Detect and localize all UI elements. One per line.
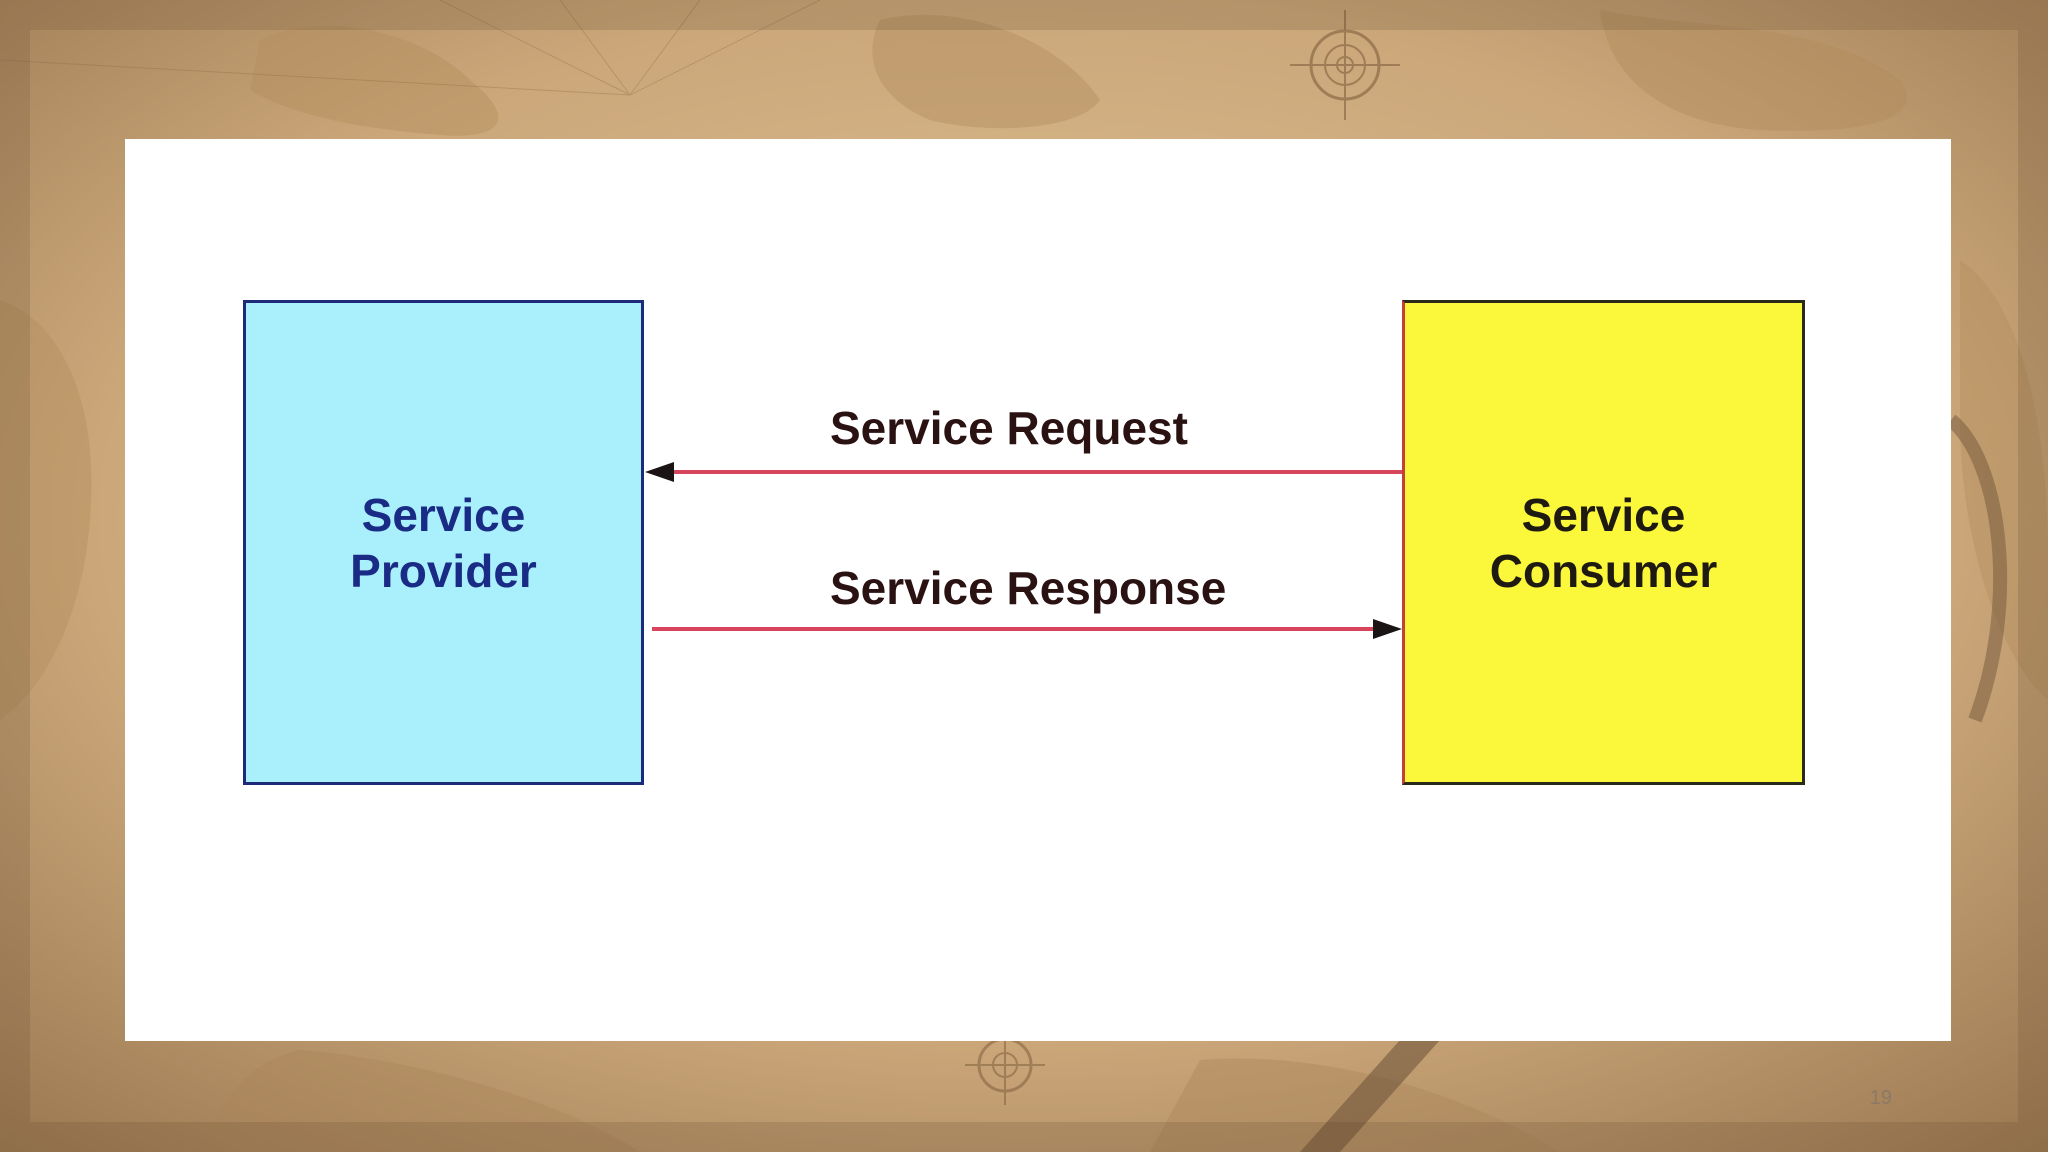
provider-label-line1: Service	[361, 488, 526, 541]
service-provider-box: Service Provider	[243, 300, 644, 785]
service-response-label: Service Response	[830, 562, 1227, 614]
slide-page-number: 19	[1869, 1087, 1892, 1109]
diagram-card: Service Provider Service Consumer Servic…	[125, 139, 1951, 1041]
service-request-label: Service Request	[830, 402, 1188, 454]
diagram-arrows	[645, 462, 1402, 639]
consumer-label-line2: Consumer	[1489, 544, 1718, 597]
service-consumer-box: Service Consumer	[1402, 300, 1805, 785]
response-arrow-head	[1373, 619, 1402, 639]
consumer-label-line1: Service	[1521, 488, 1686, 541]
provider-label-line2: Provider	[350, 544, 537, 597]
request-arrow-head	[645, 462, 674, 482]
